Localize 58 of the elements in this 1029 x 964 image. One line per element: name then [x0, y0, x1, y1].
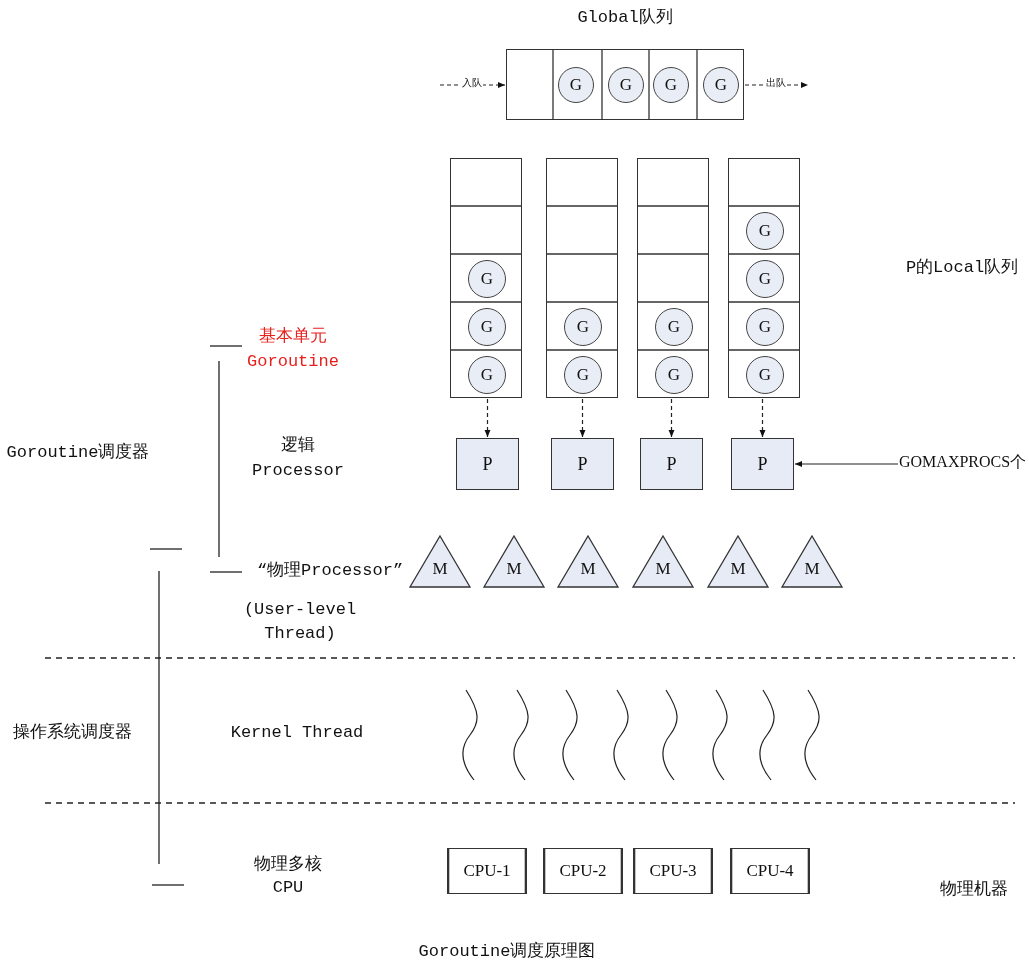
cpu-box: CPU-2	[543, 848, 623, 894]
arrow	[484, 398, 491, 438]
layer-label: 逻辑	[281, 435, 315, 457]
goroutine-circle: G	[655, 308, 693, 346]
cpu-box: CPU-4	[730, 848, 810, 894]
arrow	[794, 461, 899, 467]
arrow	[439, 82, 506, 88]
machine-triangle: M	[409, 535, 471, 588]
arrow	[668, 398, 675, 438]
arrow	[744, 82, 809, 88]
layer-label: (User-level Thread)	[242, 599, 358, 645]
queue-column	[728, 158, 800, 398]
goroutine-circle: G	[558, 67, 594, 103]
machine-triangle: M	[557, 535, 619, 588]
machine-triangle: M	[632, 535, 694, 588]
processor-box: P	[731, 438, 794, 490]
side-label: 物理机器	[940, 879, 1008, 901]
layer-label: 物理多核	[254, 854, 322, 876]
goroutine-circle: G	[746, 260, 784, 298]
queue-column	[450, 158, 522, 398]
goroutine-circle: G	[746, 356, 784, 394]
goroutine-circle: G	[468, 308, 506, 346]
queue-column	[546, 158, 618, 398]
layer-label: CPU	[272, 877, 304, 899]
goroutine-circle: G	[746, 212, 784, 250]
goroutine-circle: G	[468, 356, 506, 394]
edge-label: 入队	[460, 78, 483, 90]
goroutine-circle: G	[608, 67, 644, 103]
annotation-text: GOMAXPROCS个	[899, 452, 1027, 476]
side-label: P的Local队列	[905, 257, 1019, 279]
layer-label: “物理Processor”	[256, 560, 404, 582]
unit-label: 基本单元	[259, 326, 327, 348]
side-label: 操作系统调度器	[12, 722, 132, 744]
caption: Goroutine调度原理图	[418, 941, 596, 963]
goroutine-circle: G	[703, 67, 739, 103]
queue-title: Global队列	[576, 8, 674, 29]
arrow	[759, 398, 766, 438]
goroutine-circle: G	[653, 67, 689, 103]
machine-triangle: M	[781, 535, 843, 588]
machine-triangle: M	[707, 535, 769, 588]
cpu-box: CPU-3	[633, 848, 713, 894]
goroutine-circle: G	[564, 356, 602, 394]
unit-label: Goroutine	[247, 351, 339, 373]
goroutine-circle: G	[468, 260, 506, 298]
cpu-box: CPU-1	[447, 848, 527, 894]
edge-label: 出队	[764, 78, 787, 90]
goroutine-circle: G	[655, 356, 693, 394]
side-label: Goroutine调度器	[6, 442, 150, 464]
processor-box: P	[640, 438, 703, 490]
processor-box: P	[551, 438, 614, 490]
processor-box: P	[456, 438, 519, 490]
arrow	[579, 398, 586, 438]
machine-triangle: M	[483, 535, 545, 588]
queue-column	[637, 158, 709, 398]
layer-label: Kernel Thread	[230, 722, 364, 744]
goroutine-circle: G	[564, 308, 602, 346]
goroutine-circle: G	[746, 308, 784, 346]
layer-label: Processor	[252, 460, 344, 482]
